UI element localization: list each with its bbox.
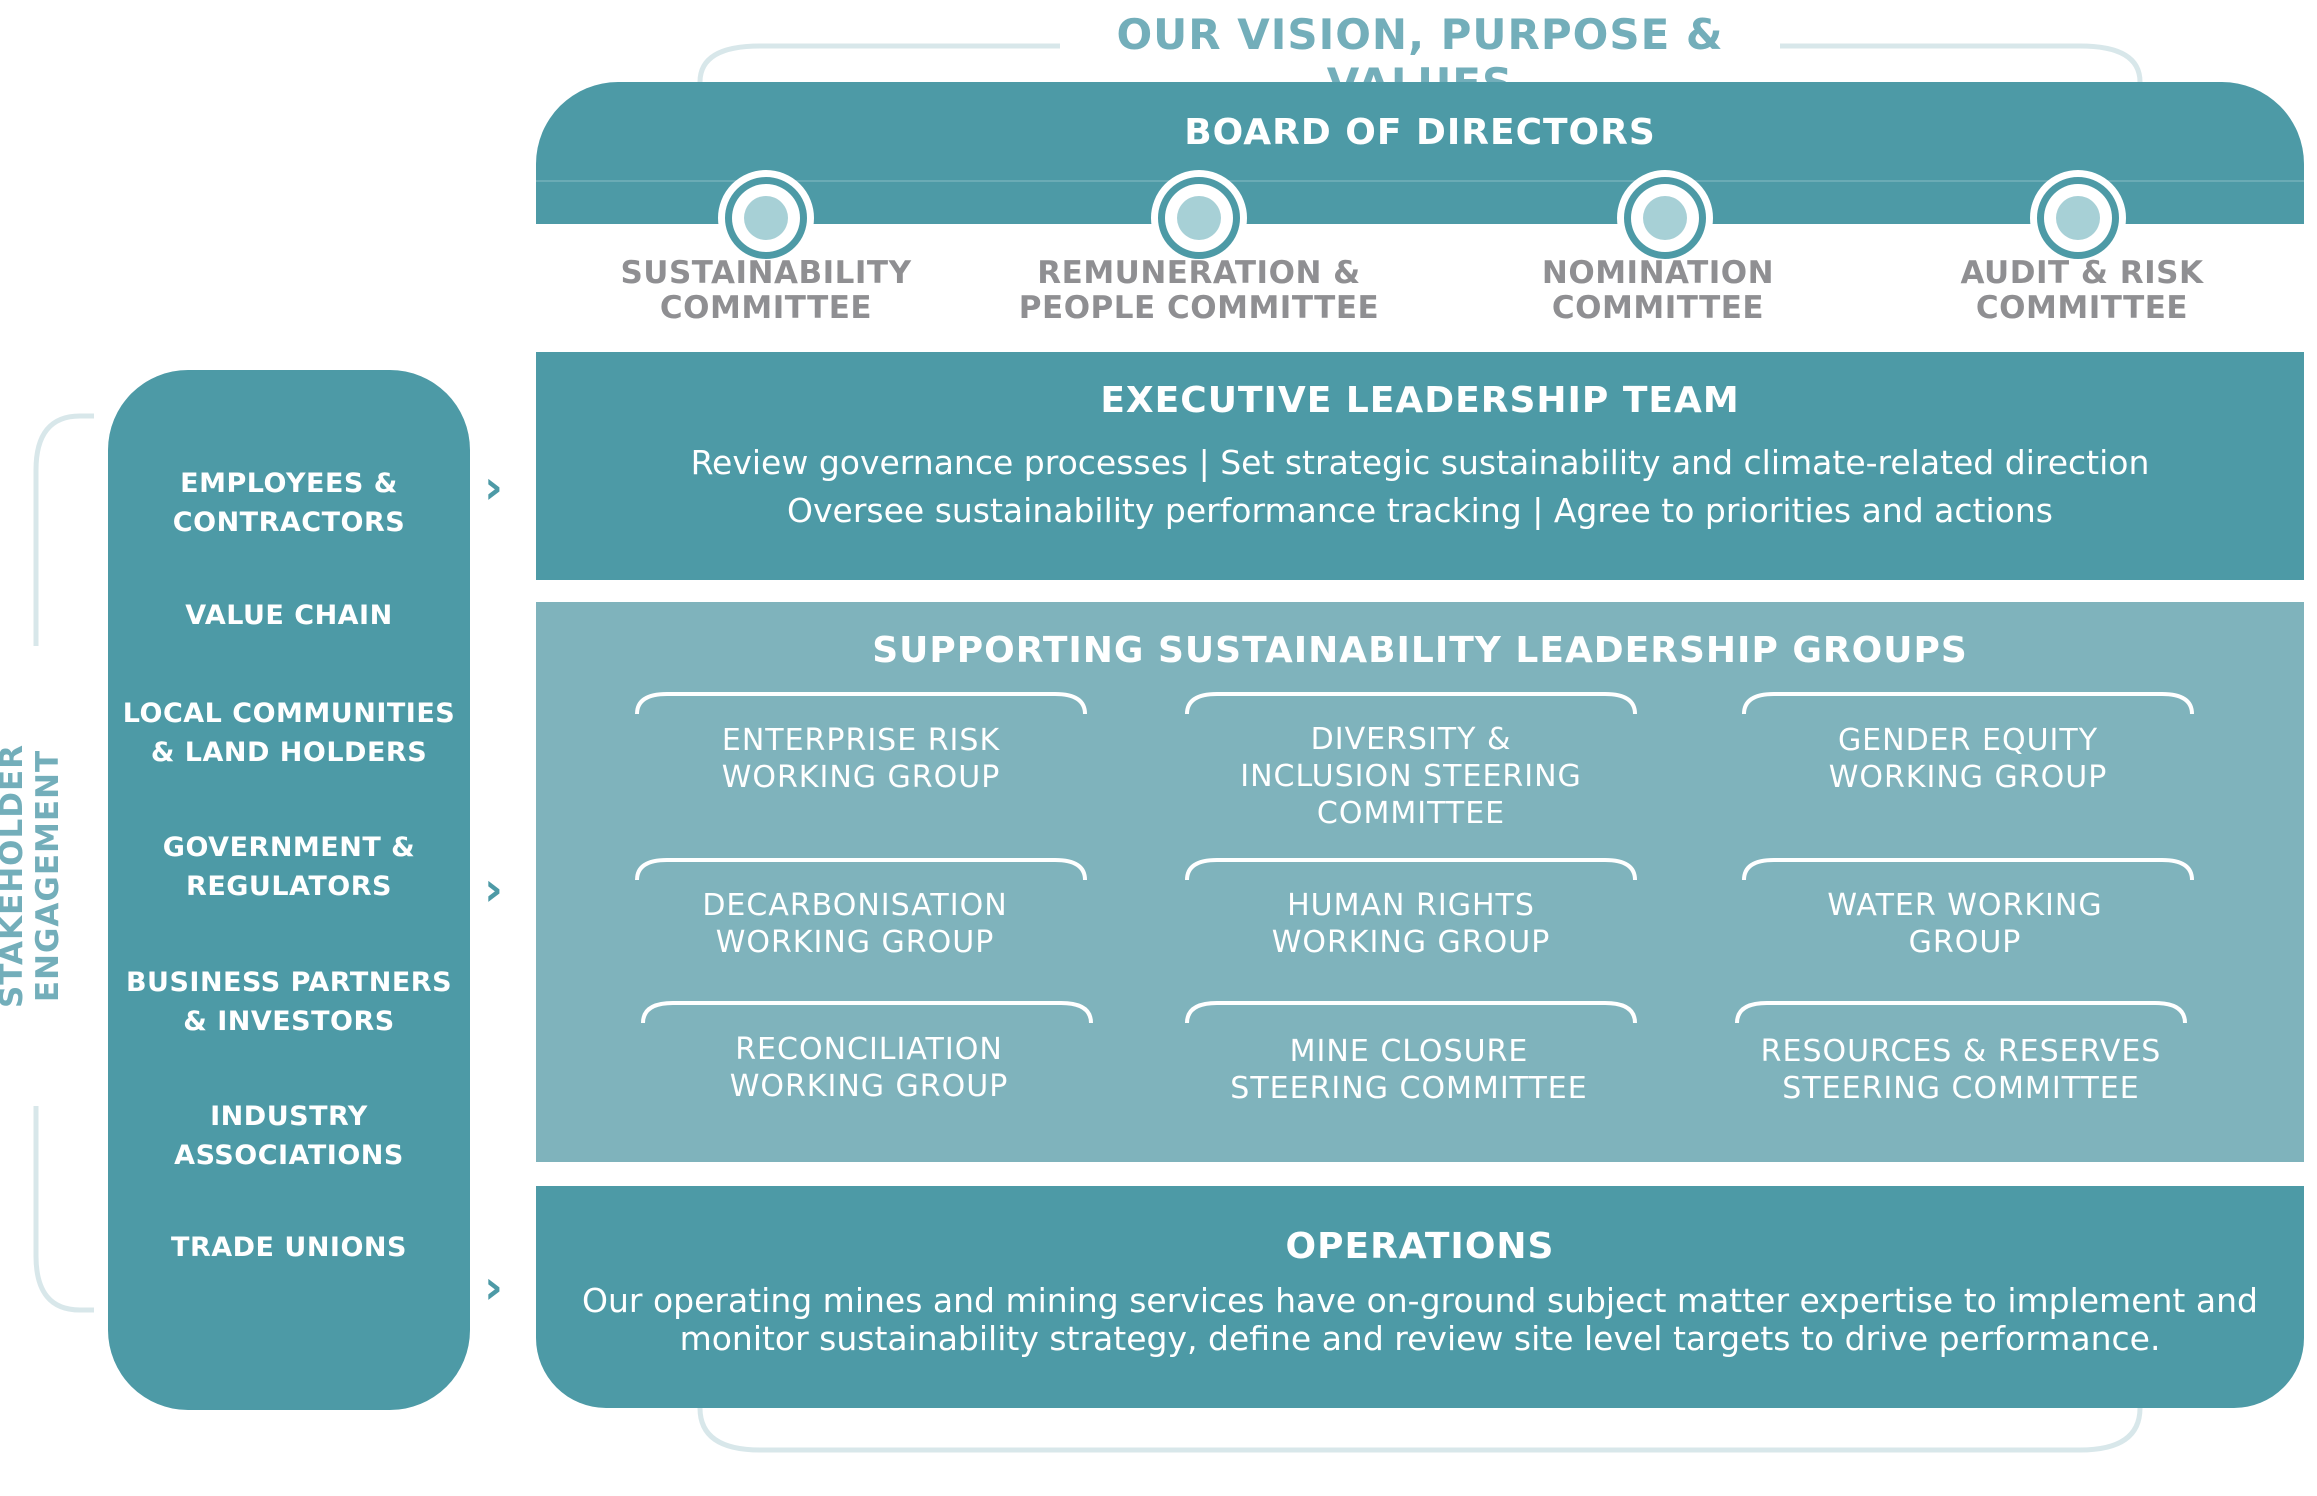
operations-line-2: monitor sustainability strategy, define … [679,1319,2161,1358]
group-arc [635,692,1087,715]
arrow-to-operations-icon: › [484,1260,503,1314]
group-arc [1742,858,2194,881]
committee-node-remuneration [1151,170,1247,266]
stakeholder-business-partners: BUSINESS PARTNERS& INVESTORS [125,967,453,1037]
stakeholder-engagement-label: STAKEHOLDER ENGAGEMENT [0,646,66,1106]
arrow-to-supporting-icon: › [484,862,503,916]
vision-frame-bottom [697,1407,2143,1453]
stakeholder-trade-unions: TRADE UNIONS [171,1232,407,1263]
committee-remuneration: REMUNERATION &PEOPLE COMMITTEE [1018,255,1380,326]
executive-line-1: Review governance processes | Set strate… [690,443,2150,482]
operations-box [536,1186,2304,1408]
stakeholder-government: GOVERNMENT &REGULATORS [162,832,416,902]
group-arc [1742,692,2194,715]
group-arc [1735,1001,2187,1024]
committee-node-sustainability [718,170,814,266]
operations-title: OPERATIONS [1285,1226,1555,1267]
group-arc [1185,1001,1637,1024]
stakeholder-employees: EMPLOYEES &CONTRACTORS [172,468,406,538]
group-arc [1185,858,1637,881]
arrow-to-executive-icon: › [484,460,503,514]
stakeholder-local-communities: LOCAL COMMUNITIES& LAND HOLDERS [122,698,456,768]
stakeholder-value-chain: VALUE CHAIN [185,600,393,631]
group-arc [641,1001,1093,1024]
stakeholder-pill [108,370,470,1410]
executive-title: EXECUTIVE LEADERSHIP TEAM [1100,380,1740,421]
supporting-title: SUPPORTING SUSTAINABILITY LEADERSHIP GRO… [872,630,1968,671]
operations-line-1: Our operating mines and mining services … [582,1281,2258,1320]
vision-frame-top [697,43,2143,83]
board-title: BOARD OF DIRECTORS [1184,112,1656,153]
group-arc [1185,692,1637,715]
executive-line-2: Oversee sustainability performance track… [787,491,2053,530]
committee-node-nomination [1617,170,1713,266]
board-strip [536,180,2304,224]
executive-leadership-box [536,352,2304,580]
group-arc [635,858,1087,881]
committee-node-audit [2030,170,2126,266]
